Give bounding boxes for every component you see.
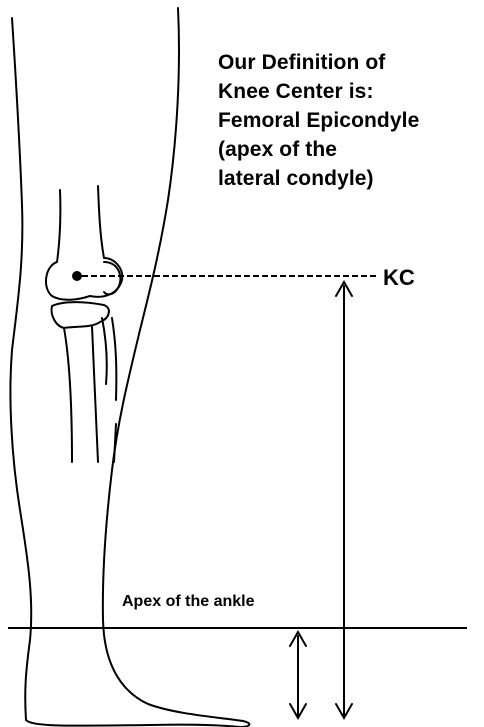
knee-center-dot bbox=[72, 271, 82, 281]
tibia-right bbox=[92, 326, 98, 462]
knee-center-definition: Our Definition of Knee Center is: Femora… bbox=[218, 48, 484, 193]
leg-outline-left bbox=[10, 18, 31, 720]
kc-height-arrow bbox=[336, 282, 352, 718]
fibula-left bbox=[102, 318, 107, 384]
definition-line: lateral condyle) bbox=[218, 164, 484, 193]
patella bbox=[104, 262, 120, 294]
definition-line: Knee Center is: bbox=[218, 77, 484, 106]
leg-outline-heel bbox=[26, 720, 240, 727]
femur-shaft-left bbox=[57, 190, 60, 262]
definition-line: Femoral Epicondyle bbox=[218, 106, 484, 135]
definition-line: (apex of the bbox=[218, 135, 484, 164]
femur-shaft-right bbox=[98, 186, 104, 258]
definition-line: Our Definition of bbox=[218, 48, 484, 77]
knee-center-label: KC bbox=[383, 265, 415, 291]
ankle-apex-label: Apex of the ankle bbox=[122, 592, 254, 612]
fibula-right bbox=[112, 318, 116, 400]
ankle-height-arrow bbox=[290, 632, 306, 718]
fibula-tip bbox=[114, 424, 116, 462]
tibia-left bbox=[64, 328, 72, 462]
tibial-plateau bbox=[52, 302, 109, 328]
